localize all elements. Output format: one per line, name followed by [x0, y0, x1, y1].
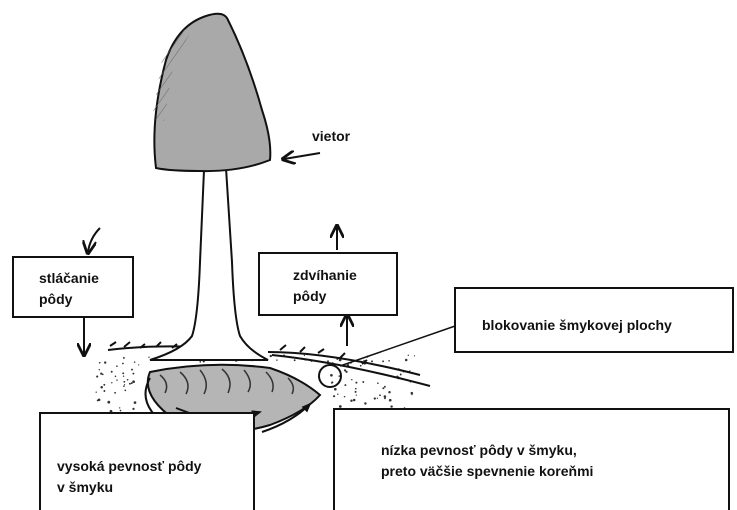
low-strength-box: nízka pevnosť pôdy v šmyku, preto väčšie…: [333, 408, 730, 510]
high-strength-box: vysoká pevnosť pôdy v šmyku: [39, 412, 255, 510]
lifting-label-line1: zdvíhanie: [293, 265, 357, 285]
compression-label-line1: stláčanie: [39, 268, 99, 288]
blocking-box: blokovanie šmykovej plochy: [454, 287, 734, 353]
low-strength-label-line1: nízka pevnosť pôdy v šmyku,: [381, 440, 577, 460]
compression-box: stláčanie pôdy: [12, 256, 134, 318]
compression-label-line2: pôdy: [39, 289, 72, 309]
down-arrow-icon: [88, 228, 100, 252]
blocking-pointer-line: [340, 325, 458, 366]
high-strength-label-line1: vysoká pevnosť pôdy: [57, 456, 201, 476]
high-strength-label-line2: v šmyku: [57, 477, 113, 497]
blocking-label: blokovanie šmykovej plochy: [482, 315, 672, 335]
lifting-label-line2: pôdy: [293, 286, 326, 306]
wind-arrow-icon: [284, 153, 320, 159]
lifting-box: zdvíhanie pôdy: [258, 252, 398, 316]
blocking-point: [319, 365, 341, 387]
tree-crown: [154, 14, 270, 171]
tree-trunk: [150, 168, 268, 360]
wind-label: vietor: [312, 126, 350, 146]
low-strength-label-line2: preto väčšie spevnenie koreňmi: [381, 461, 593, 481]
